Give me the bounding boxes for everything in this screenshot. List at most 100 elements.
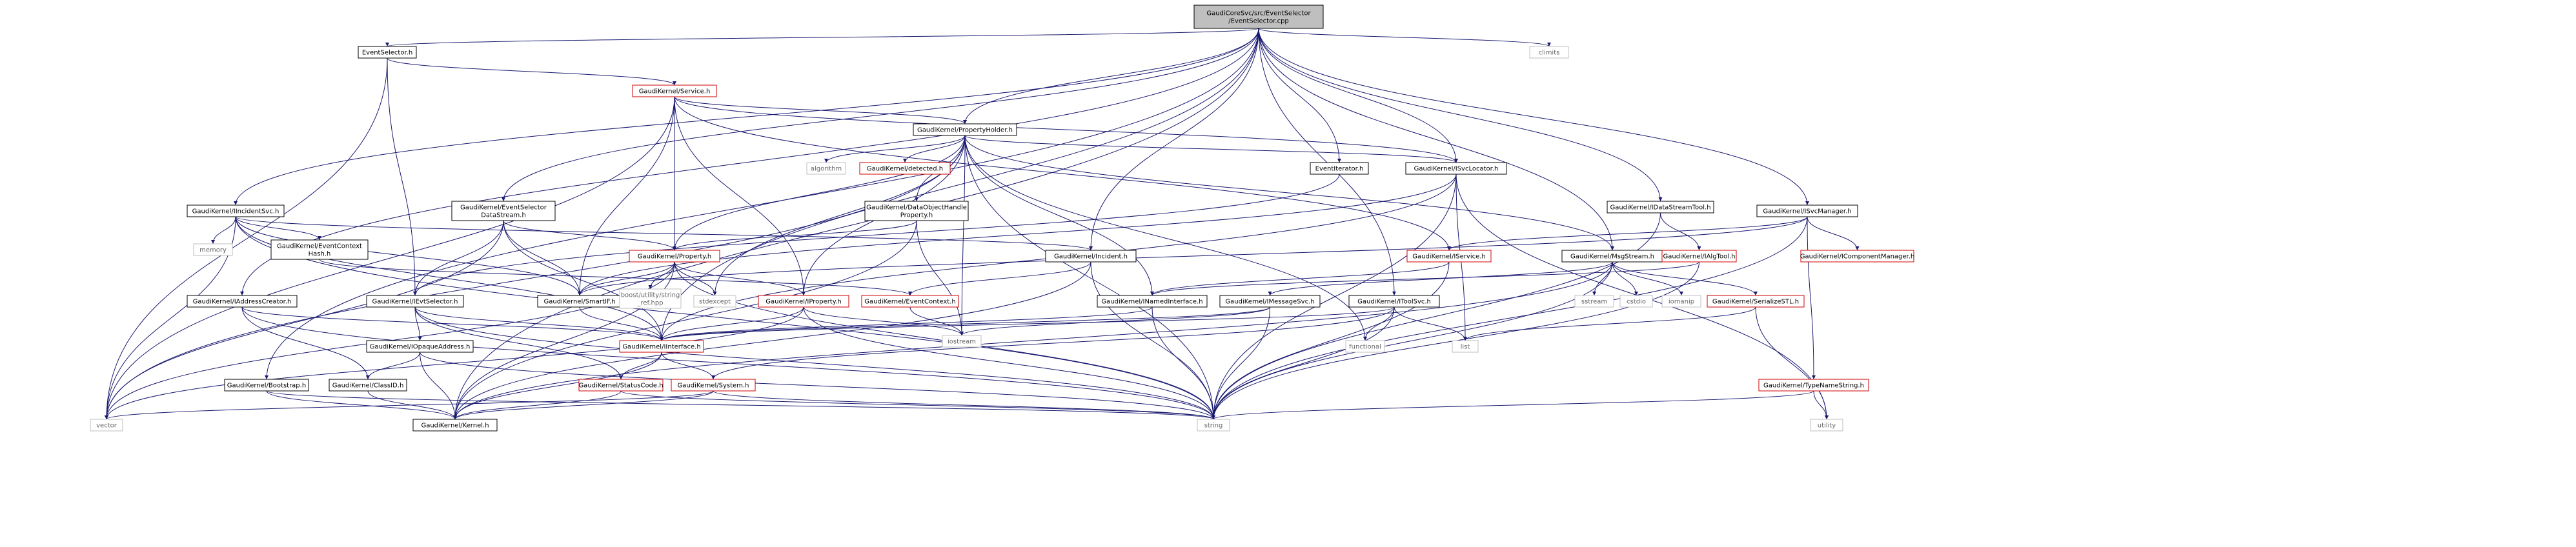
include-edge	[420, 352, 457, 420]
include-edge	[385, 28, 1259, 47]
node-label: GaudiKernel/Kernel.h	[421, 423, 489, 430]
node-label: GaudiKernel/EventContext.h	[864, 299, 955, 306]
include-edge	[674, 96, 1451, 251]
node-ievtsel[interactable]: GaudiKernel/IEvtSelector.h	[366, 295, 464, 308]
include-edge	[266, 390, 1215, 420]
node-iproperty[interactable]: GaudiKernel/IProperty.h	[758, 295, 849, 308]
include-edge	[1258, 28, 1663, 202]
node-detected[interactable]: GaudiKernel/detected.h	[859, 162, 951, 175]
node-evcontext[interactable]: GaudiKernel/EventContext.h	[861, 295, 959, 308]
include-edge	[503, 220, 664, 341]
node-evsel_h[interactable]: EventSelector.h	[358, 46, 417, 59]
node-box	[1045, 250, 1137, 263]
node-root[interactable]: GaudiCoreSvc/src/EventSelector/EventSele…	[1193, 5, 1324, 29]
node-iostream: iostream	[942, 335, 982, 348]
include-edge	[241, 306, 1215, 420]
include-edge	[660, 306, 804, 341]
include-edge	[1150, 261, 1450, 296]
node-serializestl[interactable]: GaudiKernel/SerializeSTL.h	[1707, 295, 1805, 308]
include-edge	[916, 220, 964, 336]
node-box	[758, 295, 849, 308]
node-box	[1800, 250, 1914, 263]
node-label: GaudiKernel/Service.h	[639, 88, 711, 95]
node-iservice_root[interactable]: GaudiKernel/Service.h	[632, 85, 717, 97]
node-label: EventSelector.h	[362, 50, 412, 57]
node-isvcmgr[interactable]: GaudiKernel/ISvcManager.h	[1756, 204, 1858, 217]
include-edge	[1150, 261, 1699, 296]
node-statuscode[interactable]: GaudiKernel/StatusCode.h	[578, 379, 664, 392]
node-label: GaudiKernel/IDataStreamTool.h	[1610, 204, 1710, 212]
node-isvcloc[interactable]: GaudiKernel/ISvcLocator.h	[1405, 162, 1507, 175]
node-box	[619, 288, 682, 309]
include-edge	[674, 96, 806, 296]
node-iaddrcreator[interactable]: GaudiKernel/IAddressCreator.h	[187, 295, 298, 308]
node-itoolsvc[interactable]: GaudiKernel/IToolSvc.h	[1348, 295, 1440, 308]
include-edge	[909, 306, 964, 336]
include-edge	[1089, 28, 1259, 251]
include-edge	[1612, 261, 1758, 296]
node-stdexcept: stdexcept	[693, 295, 736, 308]
node-label: GaudiKernel/IToolSvc.h	[1357, 299, 1431, 306]
node-ialgtool[interactable]: GaudiKernel/IAlgTool.h	[1661, 250, 1737, 263]
node-label: _ref.hpp	[636, 300, 663, 307]
node-box	[671, 379, 756, 392]
include-edge	[453, 261, 1091, 420]
include-edge	[1151, 306, 1215, 420]
node-label: stdexcept	[699, 299, 731, 306]
node-vector: vector	[90, 419, 123, 432]
node-label: GaudiKernel/EventSelector	[460, 204, 547, 212]
node-label: GaudiKernel/PropertyHolder.h	[917, 127, 1013, 134]
node-incidentsvc[interactable]: GaudiKernel/IIncidentSvc.h	[187, 204, 285, 217]
node-box	[632, 85, 717, 97]
include-edge	[453, 390, 622, 420]
node-propholder[interactable]: GaudiKernel/PropertyHolder.h	[913, 123, 1017, 136]
include-edge	[1755, 306, 1829, 420]
node-box	[1661, 295, 1701, 308]
include-edge	[1447, 216, 1808, 251]
include-edge	[964, 135, 1154, 296]
node-iopaque[interactable]: GaudiKernel/IOpaqueAddress.h	[366, 340, 474, 353]
node-inamed[interactable]: GaudiKernel/INamedInterface.h	[1097, 295, 1208, 308]
include-edge	[1363, 306, 1395, 341]
node-box	[1619, 295, 1653, 308]
node-idatastream[interactable]: GaudiKernel/IDataStreamTool.h	[1607, 201, 1714, 214]
node-box	[451, 201, 556, 221]
node-box	[578, 379, 664, 392]
node-box	[1707, 295, 1805, 308]
node-box	[861, 295, 959, 308]
include-edge	[661, 352, 715, 380]
node-msgstream[interactable]: GaudiKernel/MsgStream.h	[1561, 250, 1663, 263]
node-box	[1345, 340, 1385, 353]
node-iinterface[interactable]: GaudiKernel/IInterface.h	[619, 340, 704, 353]
include-edge	[414, 306, 1215, 420]
node-bootstrap[interactable]: GaudiKernel/Bootstrap.h	[224, 379, 309, 392]
node-eventiter[interactable]: EventIterator.h	[1310, 162, 1369, 175]
node-incident[interactable]: GaudiKernel/Incident.h	[1045, 250, 1137, 263]
node-system[interactable]: GaudiKernel/System.h	[671, 379, 756, 392]
node-kernel[interactable]: GaudiKernel/Kernel.h	[412, 419, 498, 432]
node-property[interactable]: GaudiKernel/Property.h	[629, 250, 720, 263]
node-icompmgr[interactable]: GaudiKernel/IComponentManager.h	[1800, 250, 1915, 263]
node-typename[interactable]: GaudiKernel/TypeNameString.h	[1758, 379, 1869, 392]
node-label: GaudiKernel/Property.h	[638, 254, 712, 261]
include-edge	[105, 96, 675, 420]
node-classid[interactable]: GaudiKernel/ClassID.h	[329, 379, 407, 392]
include-edge	[963, 28, 1259, 124]
node-imsgsvc[interactable]: GaudiKernel/IMessageSvc.h	[1219, 295, 1321, 308]
node-box	[1607, 201, 1714, 214]
include-edge	[1258, 28, 1341, 163]
include-edge	[674, 261, 806, 296]
node-box	[806, 162, 846, 175]
node-label: list	[1461, 344, 1470, 351]
include-edge	[578, 174, 1457, 296]
node-smartif[interactable]: GaudiKernel/SmartIF.h	[537, 295, 622, 308]
node-iservice[interactable]: GaudiKernel/IService.h	[1406, 250, 1492, 263]
node-label: GaudiCoreSvc/src/EventSelector	[1206, 10, 1311, 17]
include-edge	[1212, 306, 1270, 420]
node-functional: functional	[1345, 340, 1385, 353]
include-edge	[1258, 28, 1614, 251]
node-label: GaudiKernel/ISvcLocator.h	[1414, 166, 1499, 173]
